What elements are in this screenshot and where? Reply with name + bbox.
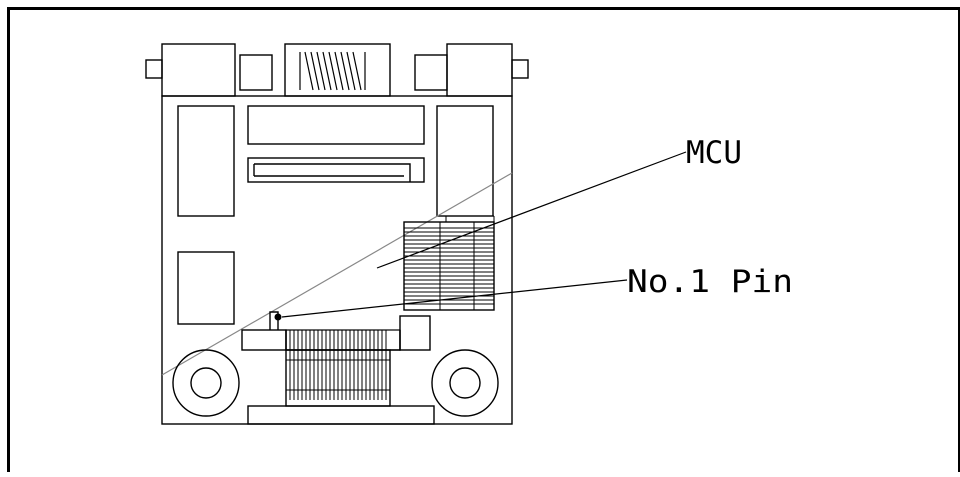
- pin1-leader-line: [281, 279, 628, 318]
- bottom-tab: [247, 405, 435, 425]
- mounting-hole-left: [172, 349, 240, 417]
- mounting-hole-right: [431, 349, 499, 417]
- component-top-middle: [247, 105, 425, 145]
- mcu-boundary-line: [161, 172, 513, 376]
- mcu-leader-line: [376, 151, 687, 269]
- component-left-lower: [177, 251, 235, 325]
- component-left-upper: [177, 105, 235, 217]
- mcu-label: MCU: [686, 135, 742, 171]
- flex-pads-right: [403, 215, 495, 311]
- spring-coil: [299, 51, 366, 91]
- flex-pads-bottom: [285, 330, 391, 407]
- pin1-dot: [274, 313, 282, 321]
- pin1-label: No.1 Pin: [627, 264, 793, 300]
- component-slot: [247, 157, 425, 183]
- bottom-connector: [241, 311, 431, 351]
